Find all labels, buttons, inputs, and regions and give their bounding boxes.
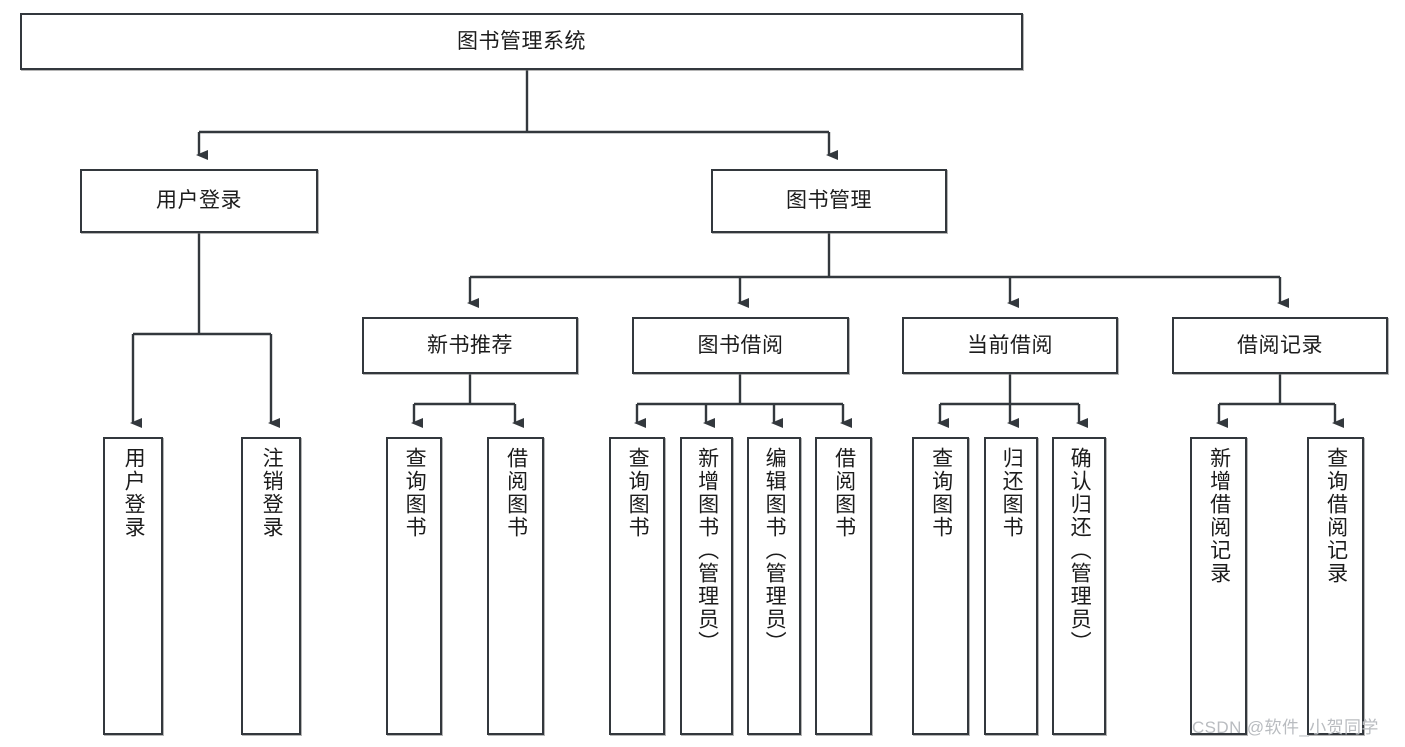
node-leaf-current-confirm-return[interactable]: 确认归还（管理员） bbox=[1052, 437, 1106, 735]
node-label: 新增图书（管理员） bbox=[695, 447, 719, 654]
node-label: 注销登录 bbox=[260, 447, 284, 539]
node-leaf-rec-query-book[interactable]: 查询图书 bbox=[386, 437, 442, 735]
node-new-book-rec[interactable]: 新书推荐 bbox=[362, 317, 578, 374]
node-label: 编辑图书（管理员） bbox=[763, 447, 787, 654]
node-label: 借阅记录 bbox=[1237, 333, 1323, 357]
node-label: 图书管理 bbox=[786, 189, 872, 213]
node-label: 查询图书 bbox=[626, 447, 650, 539]
node-current-borrow[interactable]: 当前借阅 bbox=[902, 317, 1118, 374]
node-user-login[interactable]: 用户登录 bbox=[80, 169, 318, 233]
node-label: 查询借阅记录 bbox=[1324, 447, 1348, 585]
node-borrow-record[interactable]: 借阅记录 bbox=[1172, 317, 1388, 374]
node-label: 新书推荐 bbox=[427, 333, 513, 357]
node-label: 用户登录 bbox=[122, 447, 146, 539]
node-label: 查询图书 bbox=[403, 447, 427, 539]
node-leaf-borrow-edit-book[interactable]: 编辑图书（管理员） bbox=[747, 437, 801, 735]
node-label: 借阅图书 bbox=[832, 447, 856, 539]
node-book-manage[interactable]: 图书管理 bbox=[711, 169, 947, 233]
node-label: 查询图书 bbox=[929, 447, 953, 539]
node-leaf-borrow-borrow-book[interactable]: 借阅图书 bbox=[815, 437, 872, 735]
node-leaf-rec-borrow-book[interactable]: 借阅图书 bbox=[487, 437, 544, 735]
node-label: 借阅图书 bbox=[504, 447, 528, 539]
node-label: 图书借阅 bbox=[697, 333, 784, 357]
node-leaf-current-return-book[interactable]: 归还图书 bbox=[984, 437, 1038, 735]
node-label: 新增借阅记录 bbox=[1207, 447, 1231, 585]
node-leaf-user-login[interactable]: 用户登录 bbox=[103, 437, 163, 735]
node-leaf-record-query[interactable]: 查询借阅记录 bbox=[1307, 437, 1364, 735]
node-leaf-borrow-query-book[interactable]: 查询图书 bbox=[609, 437, 665, 735]
node-root-system[interactable]: 图书管理系统 bbox=[20, 13, 1023, 70]
node-label: 确认归还（管理员） bbox=[1068, 447, 1092, 654]
node-label: 用户登录 bbox=[156, 189, 242, 213]
node-book-borrow[interactable]: 图书借阅 bbox=[632, 317, 849, 374]
node-leaf-user-logout[interactable]: 注销登录 bbox=[241, 437, 301, 735]
node-label: 当前借阅 bbox=[967, 333, 1053, 357]
node-leaf-record-add[interactable]: 新增借阅记录 bbox=[1190, 437, 1247, 735]
node-label: 图书管理系统 bbox=[457, 29, 586, 53]
node-leaf-borrow-add-book[interactable]: 新增图书（管理员） bbox=[680, 437, 733, 735]
node-leaf-current-query-book[interactable]: 查询图书 bbox=[912, 437, 969, 735]
node-label: 归还图书 bbox=[1000, 447, 1024, 539]
